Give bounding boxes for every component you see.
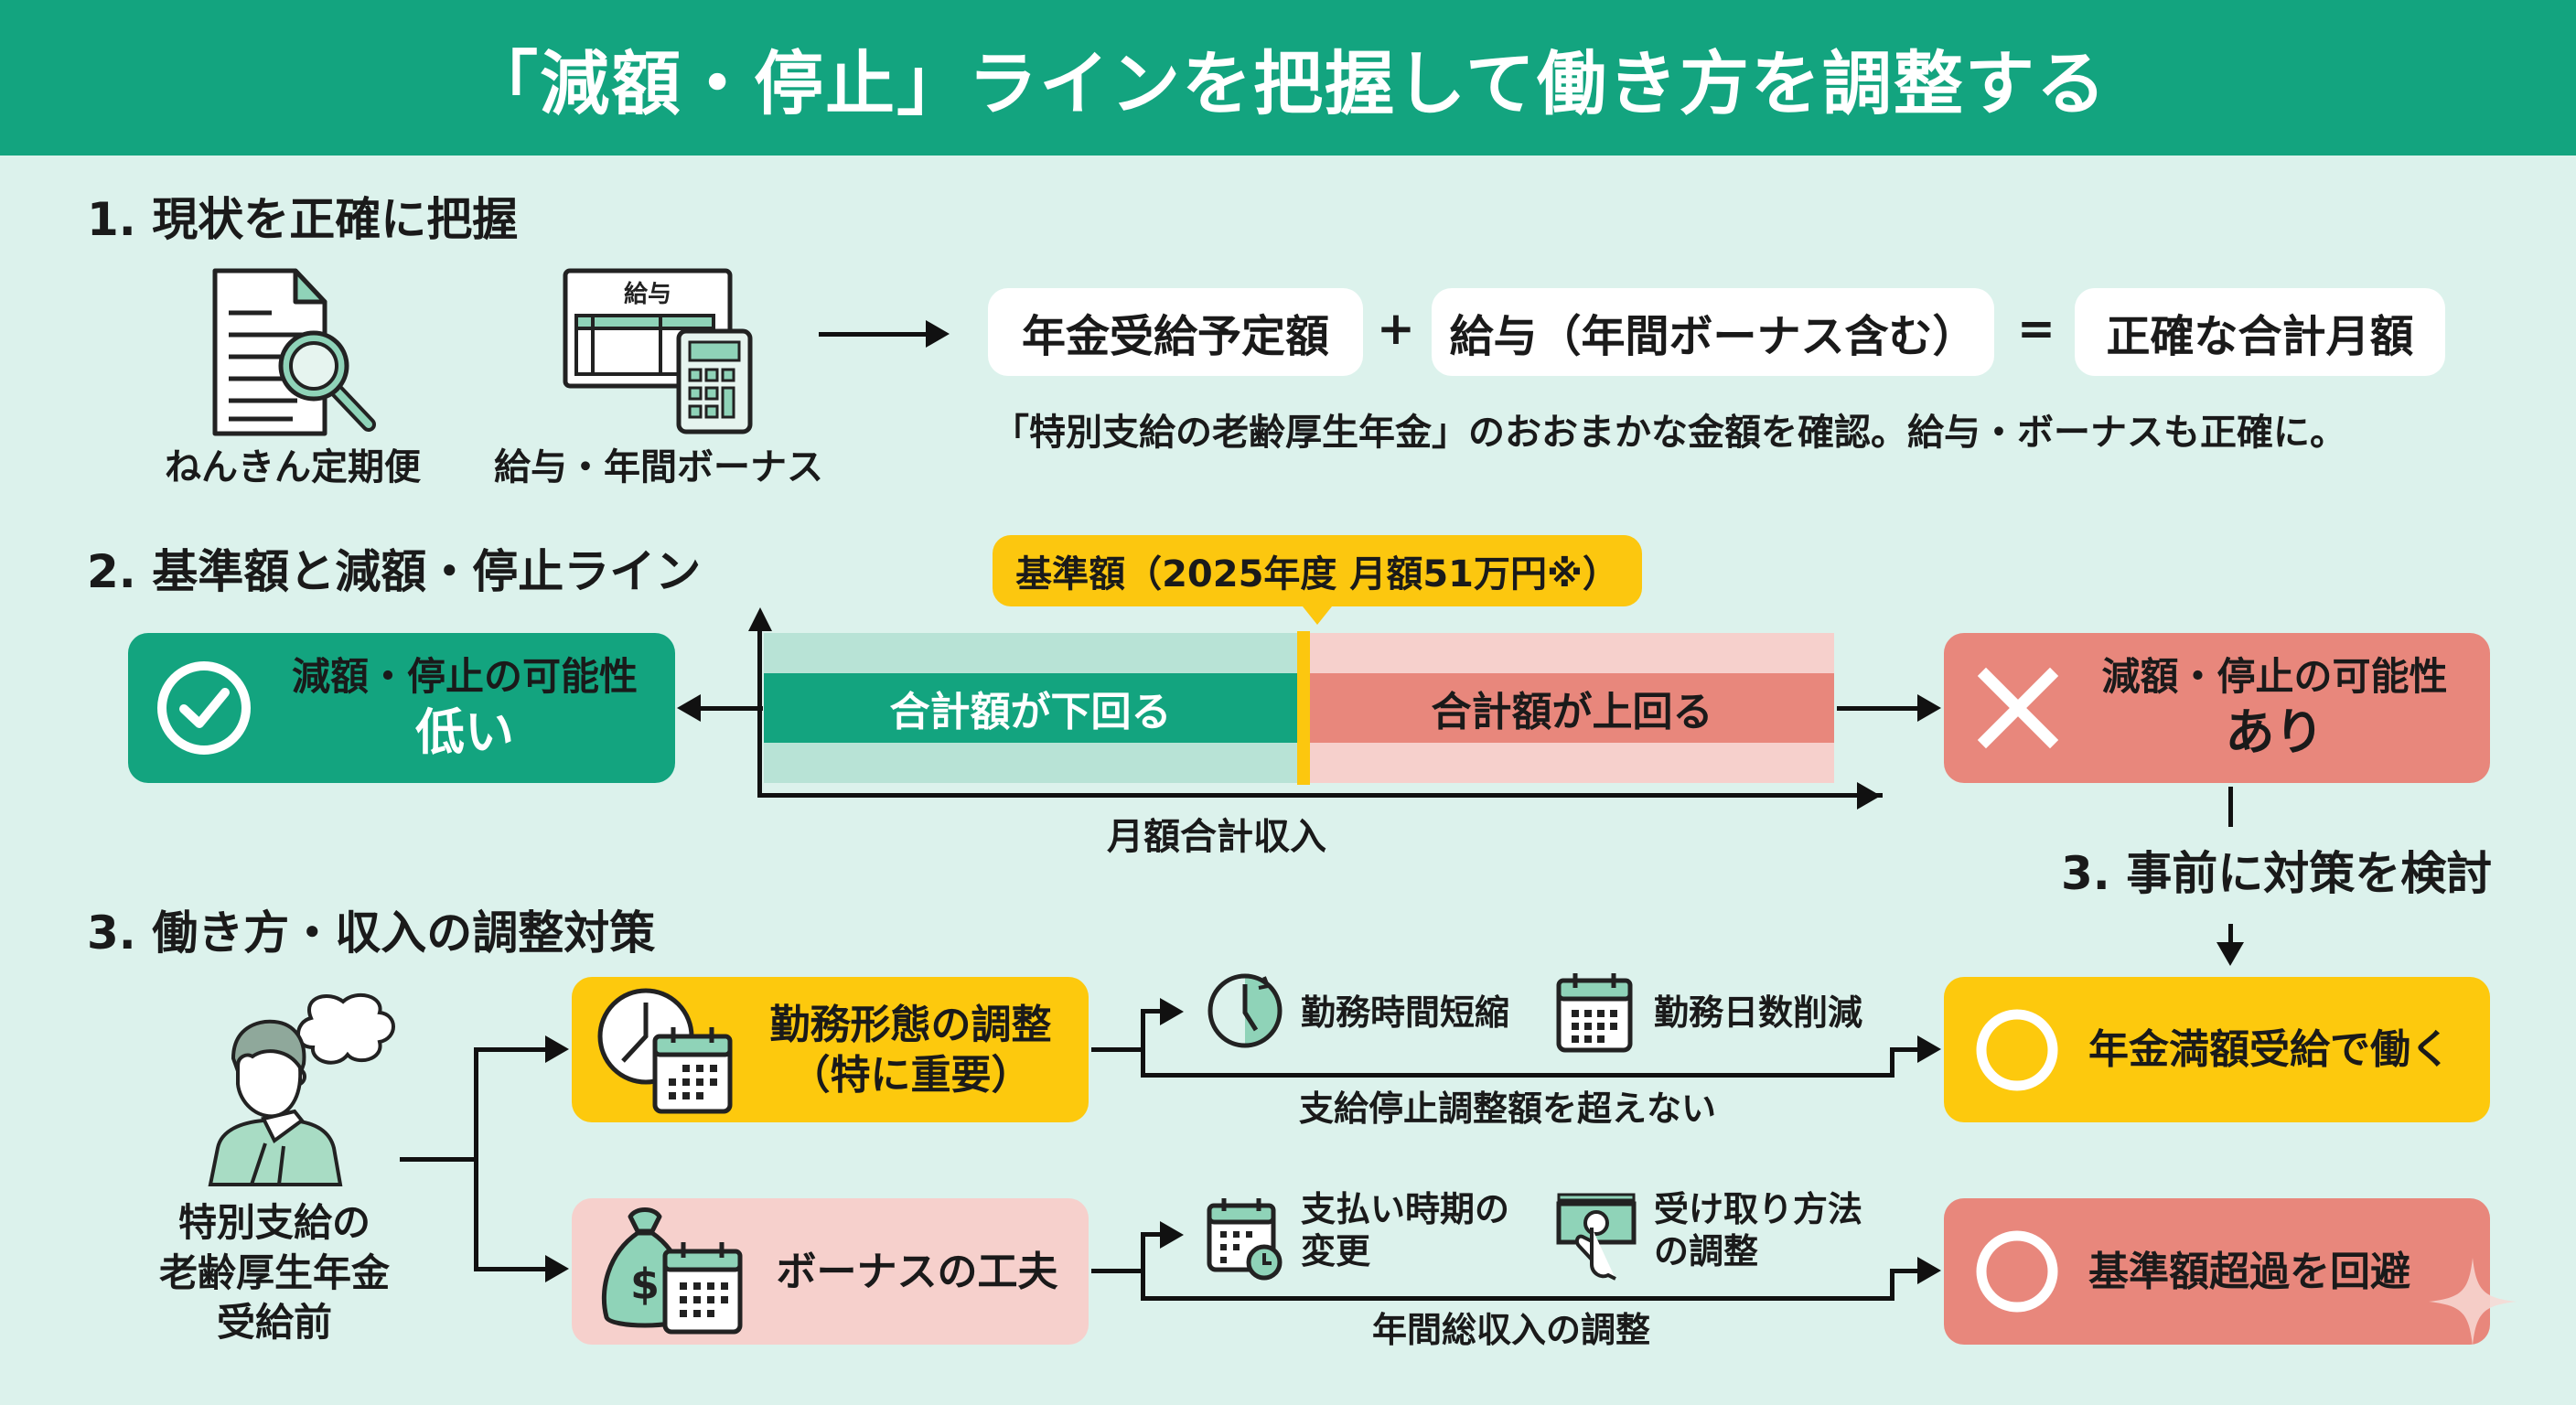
option-reduce-days: 勤務日数削減 bbox=[1654, 992, 1863, 1033]
section1-heading: 1. 現状を正確に把握 bbox=[87, 193, 519, 246]
formula-pension-amount: 年金受給予定額 bbox=[988, 288, 1363, 376]
thinking-person-icon bbox=[192, 992, 412, 1194]
path-line bbox=[1890, 1047, 1919, 1052]
arrow-line bbox=[819, 332, 928, 337]
avoid-excess-result: 基準額超過を回避 bbox=[2088, 1248, 2410, 1295]
option-payment-timing-line2: 変更 bbox=[1301, 1230, 1371, 1271]
option-receipt-method-line1: 受け取り方法 bbox=[1654, 1189, 1863, 1229]
work-style-adjustment-box: 勤務形態の調整 （特に重要） bbox=[572, 977, 1089, 1122]
path-line bbox=[1091, 1269, 1144, 1273]
x-axis-label: 月額合計収入 bbox=[1107, 816, 1326, 858]
avoid-excess-result-box: 基準額超過を回避 bbox=[1944, 1198, 2490, 1345]
path-line bbox=[1141, 1009, 1145, 1078]
arrow-right-icon bbox=[545, 1035, 569, 1063]
path-line bbox=[1890, 1047, 1894, 1078]
formula-total: 正確な合計月額 bbox=[2075, 288, 2445, 376]
clock-calendar-icon bbox=[596, 986, 733, 1114]
full-pension-result-box: 年金満額受給で働く bbox=[1944, 977, 2490, 1122]
branch-line bbox=[474, 1047, 547, 1052]
arrow-right-icon bbox=[1917, 1257, 1941, 1284]
path-line bbox=[1141, 1232, 1161, 1237]
threshold-callout: 基準額（2025年度 月額51万円※） bbox=[993, 535, 1642, 625]
bonus-title: ボーナスの工夫 bbox=[776, 1248, 1058, 1295]
arrow-right-icon bbox=[1160, 998, 1184, 1025]
payroll-calculator-icon: 給与 bbox=[560, 265, 766, 439]
connector-line bbox=[2228, 787, 2233, 827]
path-line bbox=[1091, 1047, 1144, 1052]
low-risk-line1: 減額・停止の可能性 bbox=[291, 654, 638, 699]
svg-text:$: $ bbox=[630, 1260, 660, 1309]
person-label-line2: 老齢厚生年金 bbox=[158, 1249, 390, 1295]
arrow-left-icon bbox=[677, 694, 701, 722]
option-payment-timing: 支払い時期の 変更 bbox=[1301, 1189, 1509, 1272]
arrow-down-icon bbox=[2216, 942, 2244, 966]
person-label-line3: 受給前 bbox=[216, 1300, 332, 1346]
y-axis bbox=[757, 631, 762, 798]
calendar-clock-icon bbox=[1206, 1196, 1284, 1281]
path-line bbox=[1890, 1269, 1919, 1273]
check-circle-icon bbox=[154, 658, 254, 758]
high-risk-line2: あり bbox=[2225, 702, 2324, 761]
pension-notice-label: ねんきん定期便 bbox=[165, 446, 421, 488]
path-line bbox=[1141, 1009, 1161, 1014]
x-axis-arrow-icon bbox=[1857, 782, 1881, 810]
connector-line bbox=[2228, 924, 2233, 947]
circle-ok-icon bbox=[1973, 1006, 2061, 1094]
full-pension-result: 年金満額受給で働く bbox=[2088, 1026, 2451, 1073]
x-axis bbox=[757, 793, 1883, 798]
y-axis-arrow-icon bbox=[748, 607, 772, 631]
strategy1-path-label: 支給停止調整額を超えない bbox=[1299, 1089, 1717, 1129]
formula-salary: 給与（年間ボーナス含む） bbox=[1432, 288, 1994, 376]
title-banner: 「減額・停止」ラインを把握して働き方を調整する bbox=[0, 0, 2576, 156]
arrow-right-icon bbox=[1917, 694, 1941, 722]
pension-notice-icon bbox=[206, 265, 398, 439]
clock-reduce-icon bbox=[1206, 971, 1284, 1050]
strategy2-path-label: 年間総収入の調整 bbox=[1372, 1310, 1651, 1350]
branch-line bbox=[474, 1267, 547, 1271]
arrow-right-icon bbox=[545, 1255, 569, 1282]
branch-line bbox=[474, 1047, 478, 1271]
threshold-line bbox=[1297, 631, 1310, 785]
work-style-title: 勤務形態の調整 bbox=[769, 1001, 1052, 1048]
below-threshold-label: 合計額が下回る bbox=[764, 673, 1297, 743]
path-line bbox=[1141, 1296, 1894, 1301]
person-label-line1: 特別支給の bbox=[177, 1200, 370, 1245]
calendar-reduce-icon bbox=[1555, 971, 1634, 1054]
arrow-right-icon bbox=[1160, 1221, 1184, 1249]
money-bag-calendar-icon: $ bbox=[599, 1207, 746, 1335]
svg-text:給与: 給与 bbox=[624, 280, 671, 308]
bonus-adjustment-box: $ ボーナスの工夫 bbox=[572, 1198, 1089, 1345]
formula-plus: + bbox=[1377, 302, 1415, 355]
high-risk-line1: 減額・停止の可能性 bbox=[2101, 654, 2448, 699]
formula-equals: = bbox=[2017, 302, 2055, 355]
option-reduce-hours: 勤務時間短縮 bbox=[1301, 992, 1510, 1033]
option-payment-timing-line1: 支払い時期の bbox=[1301, 1189, 1510, 1229]
option-receipt-method-line2: の調整 bbox=[1654, 1230, 1759, 1271]
payroll-label: 給与・年間ボーナス bbox=[494, 446, 823, 488]
person-label: 特別支給の 老齢厚生年金 受給前 bbox=[110, 1198, 439, 1348]
work-style-subtitle: （特に重要） bbox=[789, 1051, 1032, 1099]
section3-heading: 3. 働き方・収入の調整対策 bbox=[87, 906, 656, 960]
branch-line bbox=[400, 1157, 478, 1162]
section2-heading: 2. 基準額と減額・停止ライン bbox=[87, 545, 702, 598]
path-line bbox=[1890, 1269, 1894, 1301]
high-risk-box: 減額・停止の可能性 あり bbox=[1944, 633, 2490, 783]
sparkle-icon bbox=[2429, 1258, 2517, 1346]
path-line bbox=[1141, 1073, 1894, 1078]
page-title: 「減額・停止」ラインを把握して働き方を調整する bbox=[468, 43, 2108, 124]
arrow-line bbox=[697, 706, 763, 711]
circle-ok-icon bbox=[1973, 1228, 2061, 1315]
section1-note: 「特別支給の老齢厚生年金」のおおまかな金額を確認。給与・ボーナスも正確に。 bbox=[993, 412, 2346, 454]
low-risk-line2: 低い bbox=[415, 702, 514, 761]
option-receipt-method: 受け取り方法 の調整 bbox=[1654, 1189, 1862, 1272]
arrow-right-icon bbox=[1917, 1035, 1941, 1063]
cash-hand-icon bbox=[1555, 1191, 1637, 1282]
path-line bbox=[1141, 1232, 1145, 1301]
next-step-label: 3. 事前に対策を検討 bbox=[2061, 847, 2493, 900]
above-threshold-label: 合計額が上回る bbox=[1310, 673, 1834, 743]
cross-icon bbox=[1977, 667, 2059, 749]
arrow-right-icon bbox=[926, 320, 950, 348]
arrow-line bbox=[1837, 706, 1919, 711]
low-risk-box: 減額・停止の可能性 低い bbox=[128, 633, 675, 783]
